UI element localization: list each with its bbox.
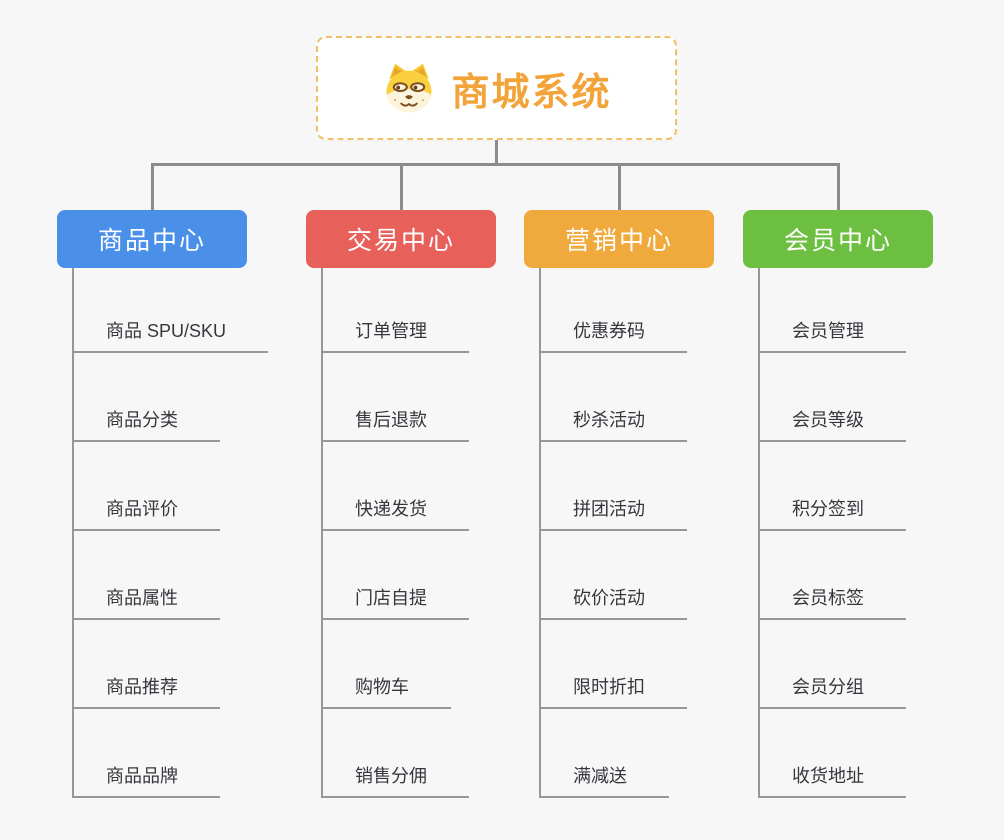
leaf-item[interactable]: 门店自提 <box>321 531 469 620</box>
leaf-label: 收货地址 <box>792 766 864 786</box>
leaf-label: 优惠券码 <box>573 321 645 341</box>
branch-rail-line <box>321 268 323 798</box>
leaf-item[interactable]: 购物车 <box>321 620 451 709</box>
connector-stem-line <box>494 140 498 166</box>
branch-column: 商品中心 商品 SPU/SKU 商品分类商品评价商品属性商品推荐商品品牌 <box>57 210 269 798</box>
leaf-item[interactable]: 商品 SPU/SKU <box>72 268 269 353</box>
leaf-list: 会员管理会员等级积分签到会员标签会员分组收货地址 <box>758 268 906 798</box>
leaf-label: 售后退款 <box>355 410 427 430</box>
leaf-item[interactable]: 限时折扣 <box>539 620 687 709</box>
leaf-item[interactable]: 优惠券码 <box>539 268 687 353</box>
leaf-item[interactable]: 会员标签 <box>758 531 906 620</box>
leaf-item[interactable]: 售后退款 <box>321 353 469 442</box>
connector-drop-line <box>617 163 621 210</box>
branch-box[interactable]: 商品中心 <box>57 210 247 268</box>
leaf-label: 砍价活动 <box>573 588 645 608</box>
leaf-list: 商品 SPU/SKU 商品分类商品评价商品属性商品推荐商品品牌 <box>72 268 269 798</box>
branch-rail-line <box>758 268 760 798</box>
leaf-list: 订单管理售后退款快递发货门店自提购物车销售分佣 <box>321 268 469 798</box>
branch-rail-line <box>72 268 74 798</box>
branch-box[interactable]: 营销中心 <box>524 210 714 268</box>
leaf-label: 商品品牌 <box>106 766 178 786</box>
leaf-item[interactable]: 收货地址 <box>758 709 906 798</box>
leaf-label: 会员标签 <box>792 588 864 608</box>
branch-box[interactable]: 交易中心 <box>306 210 496 268</box>
leaf-label: 会员分组 <box>792 677 864 697</box>
leaf-label: 订单管理 <box>355 321 427 341</box>
leaf-label: 秒杀活动 <box>573 410 645 430</box>
leaf-item[interactable]: 商品推荐 <box>72 620 220 709</box>
leaf-item[interactable]: 秒杀活动 <box>539 353 687 442</box>
leaf-label: 拼团活动 <box>573 499 645 519</box>
leaf-label: 商品属性 <box>106 588 178 608</box>
leaf-item[interactable]: 商品属性 <box>72 531 220 620</box>
leaf-label: 会员管理 <box>792 321 864 341</box>
leaf-item[interactable]: 商品分类 <box>72 353 220 442</box>
branch-rail-line <box>539 268 541 798</box>
leaf-item[interactable]: 商品评价 <box>72 442 220 531</box>
leaf-label: 商品推荐 <box>106 677 178 697</box>
leaf-item[interactable]: 商品品牌 <box>72 709 220 798</box>
leaf-item[interactable]: 会员等级 <box>758 353 906 442</box>
leaf-label: 商品 SPU/SKU <box>106 321 227 341</box>
leaf-label: 满减送 <box>573 766 627 786</box>
branch-label: 商品中心 <box>97 227 206 255</box>
leaf-label: 快递发货 <box>355 499 427 519</box>
root-title: 商城系统 <box>451 71 612 114</box>
leaf-label: 会员等级 <box>792 410 864 430</box>
dog-face-icon <box>381 62 437 114</box>
branch-column: 交易中心 订单管理售后退款快递发货门店自提购物车销售分佣 <box>306 210 496 798</box>
leaf-label: 积分签到 <box>792 499 864 519</box>
branch-label: 营销中心 <box>564 227 673 255</box>
leaf-item[interactable]: 满减送 <box>539 709 669 798</box>
connector-rail-line <box>150 163 840 166</box>
branch-column: 会员中心 会员管理会员等级积分签到会员标签会员分组收货地址 <box>743 210 933 798</box>
leaf-label: 门店自提 <box>355 588 427 608</box>
leaf-label: 销售分佣 <box>355 766 427 786</box>
connector-drop-line <box>836 163 840 210</box>
leaf-label: 购物车 <box>355 677 409 697</box>
leaf-item[interactable]: 快递发货 <box>321 442 469 531</box>
branch-column: 营销中心 优惠券码秒杀活动拼团活动砍价活动限时折扣满减送 <box>524 210 714 798</box>
leaf-label: 商品评价 <box>106 499 178 519</box>
leaf-item[interactable]: 拼团活动 <box>539 442 687 531</box>
branch-label: 交易中心 <box>346 227 455 255</box>
connector-drop-line <box>399 163 403 210</box>
leaf-label: 商品分类 <box>106 410 178 430</box>
leaf-item[interactable]: 砍价活动 <box>539 531 687 620</box>
leaf-list: 优惠券码秒杀活动拼团活动砍价活动限时折扣满减送 <box>539 268 687 798</box>
branch-box[interactable]: 会员中心 <box>743 210 933 268</box>
leaf-item[interactable]: 会员分组 <box>758 620 906 709</box>
branch-label: 会员中心 <box>783 227 892 255</box>
leaf-item[interactable]: 订单管理 <box>321 268 469 353</box>
connector-drop-line <box>150 163 154 210</box>
leaf-label: 限时折扣 <box>573 677 645 697</box>
leaf-item[interactable]: 积分签到 <box>758 442 906 531</box>
root-node[interactable]: 商城系统 <box>316 36 677 140</box>
leaf-item[interactable]: 会员管理 <box>758 268 906 353</box>
leaf-item[interactable]: 销售分佣 <box>321 709 469 798</box>
